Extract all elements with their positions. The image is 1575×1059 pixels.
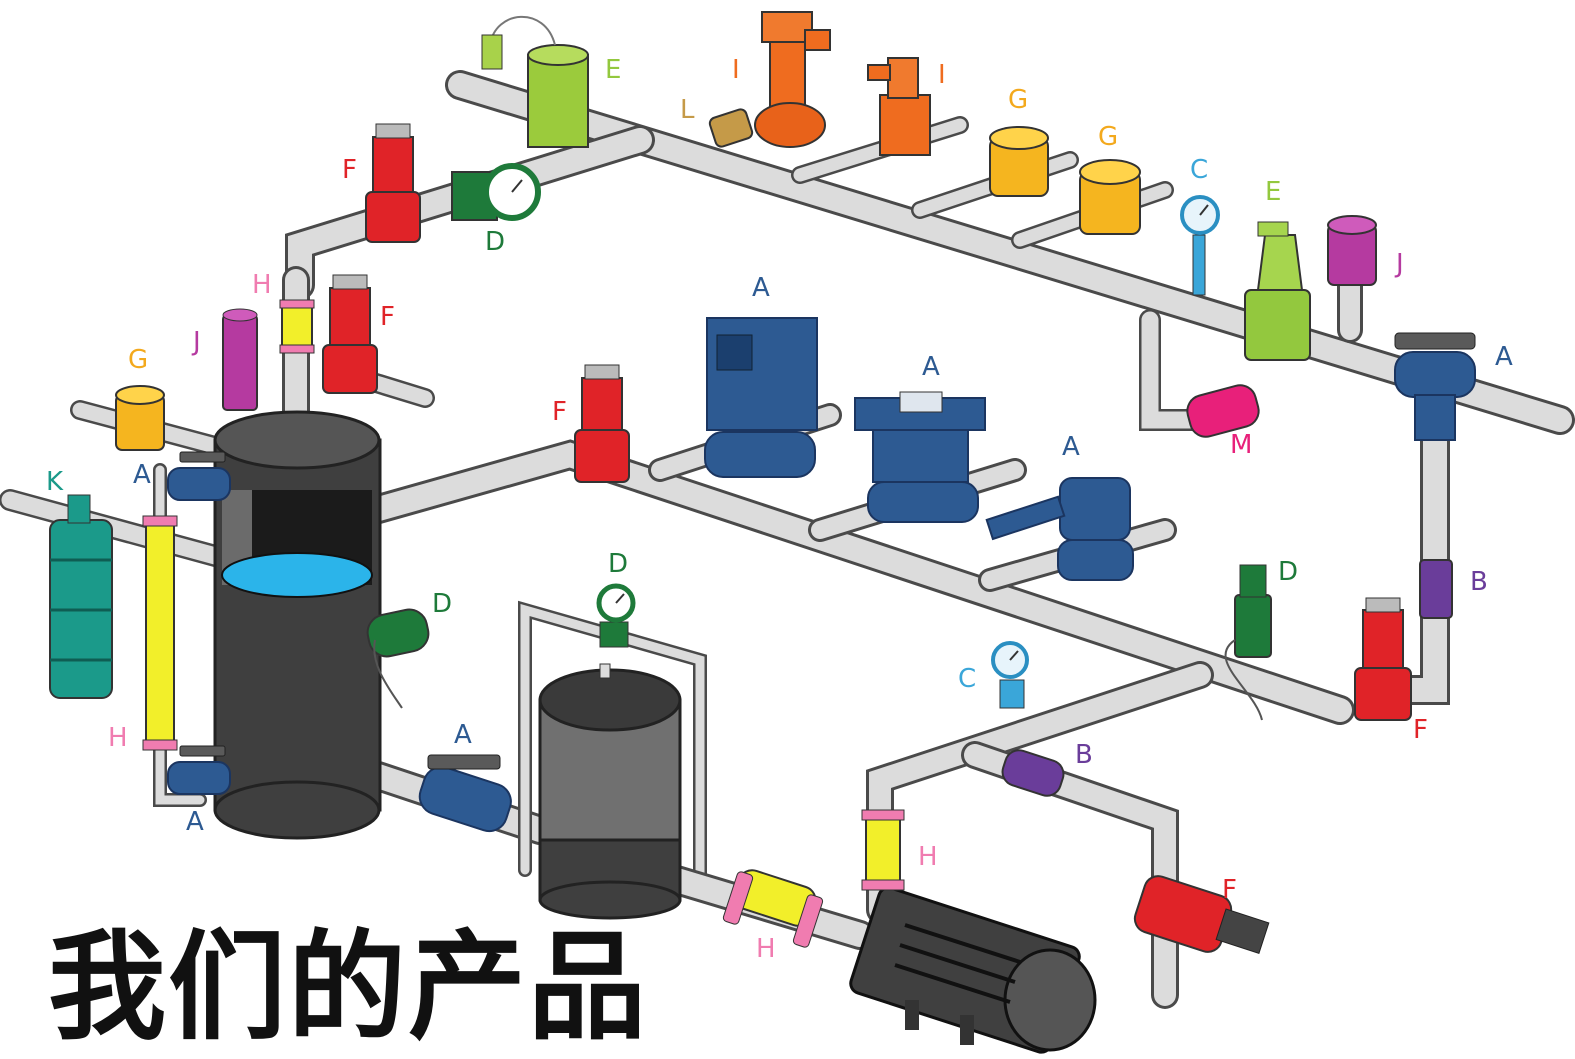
component-B-union-lower bbox=[1001, 749, 1065, 797]
component-C-gauge-top bbox=[1180, 195, 1220, 296]
label-B: B bbox=[1075, 740, 1093, 770]
component-D-gauge-top bbox=[451, 163, 541, 221]
component-G-cap-2 bbox=[1079, 159, 1141, 235]
label-K: K bbox=[46, 467, 64, 497]
component-D-gauge-filter bbox=[596, 583, 636, 648]
label-A: A bbox=[922, 352, 940, 382]
component-A-actuated-valve-3 bbox=[985, 477, 1134, 581]
label-E: E bbox=[1265, 177, 1281, 207]
component-A-ball-valve-lower bbox=[418, 754, 512, 833]
label-D: D bbox=[1278, 557, 1298, 587]
label-J: J bbox=[1394, 249, 1404, 279]
label-I: I bbox=[938, 60, 946, 90]
component-D-sensor-right bbox=[1224, 564, 1272, 721]
label-F: F bbox=[380, 302, 395, 332]
component-A-actuated-valve-2 bbox=[854, 391, 986, 523]
component-A-valve-tank-bottom bbox=[167, 745, 231, 795]
label-A: A bbox=[1495, 342, 1513, 372]
component-L-brass-fitting bbox=[708, 108, 754, 148]
component-D-sensor-tank bbox=[366, 608, 430, 709]
label-A: A bbox=[752, 273, 770, 303]
label-H: H bbox=[756, 934, 776, 964]
component-H-sight-glass-top bbox=[279, 299, 315, 354]
filter-housing bbox=[538, 663, 682, 920]
component-G-cap-1 bbox=[989, 126, 1049, 197]
label-C: C bbox=[1190, 155, 1208, 185]
label-I: I bbox=[732, 55, 740, 85]
component-C-gauge-lower bbox=[991, 641, 1029, 709]
component-B-union-right bbox=[1419, 559, 1453, 619]
component-F-valve-center bbox=[574, 364, 630, 483]
component-F-valve-top bbox=[365, 123, 421, 243]
label-M: M bbox=[1230, 430, 1252, 460]
component-E-regulator bbox=[1244, 221, 1311, 361]
component-G-cap-left bbox=[115, 385, 165, 451]
label-D: D bbox=[608, 549, 628, 579]
label-G: G bbox=[128, 345, 148, 375]
pump-motor bbox=[849, 886, 1097, 1054]
component-F-valve-mid-top bbox=[322, 274, 378, 394]
label-A: A bbox=[454, 720, 472, 750]
label-G: G bbox=[1008, 85, 1028, 115]
component-I-orange-valve-1 bbox=[754, 11, 831, 148]
label-L: L bbox=[680, 95, 695, 125]
label-H: H bbox=[252, 270, 272, 300]
label-A: A bbox=[1062, 432, 1080, 462]
component-M-fitting bbox=[1186, 384, 1260, 438]
label-F: F bbox=[1413, 715, 1428, 745]
component-F-valve-lower bbox=[1133, 875, 1270, 954]
component-H-sight-glass-riser bbox=[861, 809, 905, 891]
component-labels: E I I L G G C E J A F D H F A A G J F M … bbox=[46, 55, 1513, 964]
storage-tank bbox=[213, 410, 382, 840]
label-B: B bbox=[1470, 567, 1488, 597]
label-C: C bbox=[958, 664, 976, 694]
label-G: G bbox=[1098, 122, 1118, 152]
label-J: J bbox=[191, 327, 201, 357]
component-H-sight-gauge-long bbox=[142, 515, 178, 751]
label-H: H bbox=[918, 842, 938, 872]
component-K-filter bbox=[49, 494, 113, 699]
component-E-air-chamber bbox=[481, 15, 589, 148]
label-D: D bbox=[432, 589, 452, 619]
label-E: E bbox=[605, 55, 621, 85]
label-D: D bbox=[485, 227, 505, 257]
component-F-valve-right bbox=[1354, 597, 1412, 721]
label-F: F bbox=[552, 397, 567, 427]
label-A: A bbox=[133, 460, 151, 490]
component-J-fitting-left bbox=[222, 308, 258, 411]
component-J-fitting-right bbox=[1327, 215, 1377, 286]
label-A: A bbox=[186, 807, 204, 837]
component-H-sight-glass-pump bbox=[722, 869, 824, 948]
label-H: H bbox=[108, 723, 128, 753]
page-title: 我们的产品 bbox=[48, 918, 649, 1056]
component-A-actuated-valve-1 bbox=[704, 317, 818, 478]
component-A-ball-valve-right bbox=[1394, 332, 1476, 441]
component-I-orange-valve-2 bbox=[867, 57, 931, 156]
label-F: F bbox=[1222, 875, 1237, 905]
label-F: F bbox=[342, 155, 357, 185]
component-A-valve-tank-top bbox=[167, 451, 231, 501]
